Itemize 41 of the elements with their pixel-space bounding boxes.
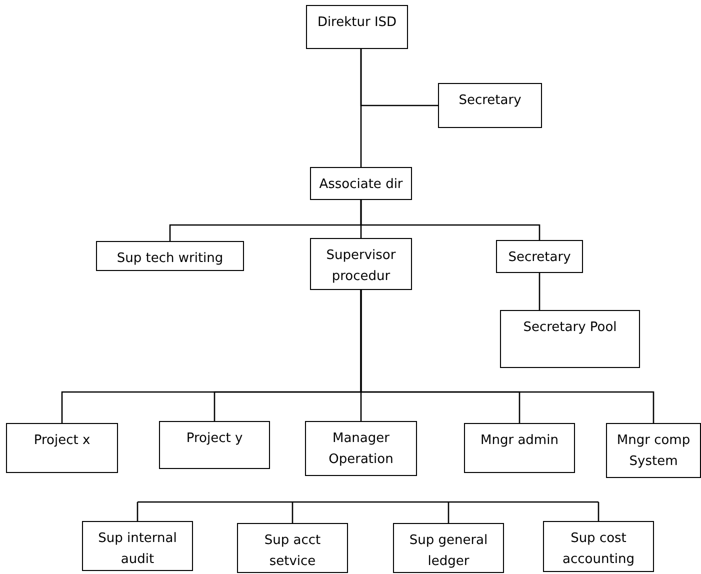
connector-line — [538, 273, 540, 310]
org-box — [237, 523, 348, 573]
role-title: Sup cost accounting — [562, 531, 634, 567]
role-title: Project y — [186, 431, 243, 446]
org-box — [6, 423, 118, 473]
org-box — [438, 83, 542, 128]
org-box — [310, 167, 412, 200]
role-title: Manager Operation — [328, 431, 394, 467]
role-title: Direktur ISD — [317, 15, 397, 30]
org-box — [464, 423, 575, 473]
role-title: Supervisor procedur — [326, 248, 396, 284]
org-box — [306, 5, 408, 49]
connector-line — [598, 502, 600, 521]
role-title: Associate dir — [319, 177, 403, 192]
org-box — [305, 421, 417, 476]
org-box — [543, 521, 654, 572]
role-title: Sup general ledger — [409, 533, 488, 569]
role-title: Secretary Pool — [523, 320, 617, 335]
role-title: Secretary — [458, 93, 522, 108]
connector-line — [360, 290, 654, 423]
role-title: Mngr admin — [480, 433, 558, 448]
org-box — [159, 421, 270, 469]
org-box — [606, 423, 701, 478]
connector-line — [136, 502, 138, 521]
connector-line — [448, 502, 450, 523]
org-box — [393, 523, 504, 573]
connector-line — [360, 49, 438, 106]
role-title: Sup tech writing — [116, 251, 224, 266]
org-box — [82, 521, 193, 571]
connector-line — [360, 200, 540, 240]
role-title: Project x — [34, 433, 90, 448]
org-box — [96, 241, 244, 271]
connector-line — [138, 501, 598, 503]
role-title: Sup acct setvice — [264, 533, 321, 569]
org-box — [496, 240, 583, 273]
connector-line — [292, 502, 294, 523]
org-box — [310, 238, 412, 290]
role-title: Sup internal audit — [98, 531, 177, 567]
role-title: Mngr comp System — [616, 433, 690, 469]
org-box — [500, 310, 640, 368]
role-title: Secretary — [508, 250, 571, 265]
